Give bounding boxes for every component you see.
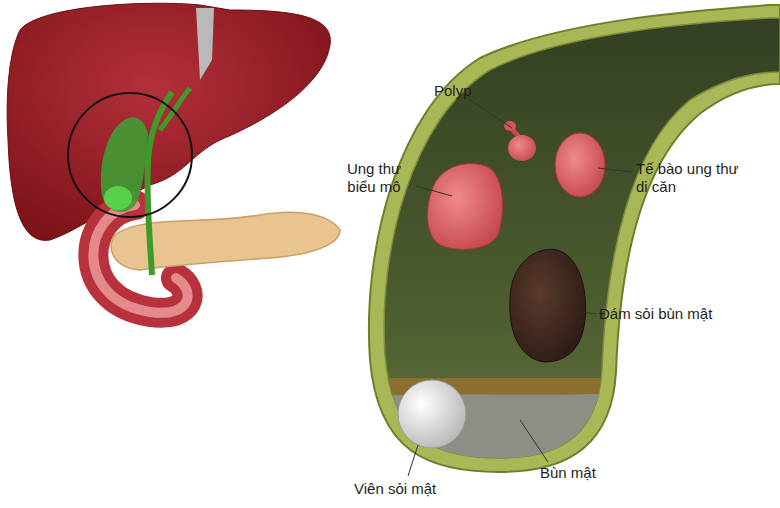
gallbladder-fundus	[104, 186, 132, 210]
sludge-stone	[510, 249, 586, 362]
leader-lines	[408, 100, 632, 476]
leader-line	[598, 168, 632, 172]
polyp-shape	[508, 135, 536, 161]
part-label: Viên sỏi mật	[354, 480, 474, 498]
gallbladder-small	[101, 117, 148, 212]
part-label: Bùn mật	[540, 464, 640, 482]
sludge-grey	[370, 378, 630, 478]
polyp-base	[504, 121, 516, 131]
leader-line	[520, 420, 548, 462]
metastasis-mass	[555, 133, 605, 197]
liver-shape	[7, 3, 330, 240]
falciform-ligament	[196, 8, 214, 80]
leader-line	[408, 445, 418, 476]
part-label: Tế bào ung thư di căn	[636, 160, 748, 196]
carcinoma-mass	[427, 164, 502, 250]
sludge-layer	[370, 378, 630, 478]
focus-circle	[68, 93, 192, 217]
part-label: Polyp	[434, 82, 514, 100]
leader-line	[416, 186, 452, 196]
leader-line	[582, 312, 596, 314]
pancreas-shape	[111, 212, 340, 270]
gallstone-shape	[398, 380, 466, 448]
part-label: Đám sỏi bùn mật	[599, 305, 769, 323]
part-label: Ung thư biểu mô	[338, 160, 410, 196]
leader-line	[470, 100, 512, 128]
hepatic-duct	[160, 88, 190, 130]
